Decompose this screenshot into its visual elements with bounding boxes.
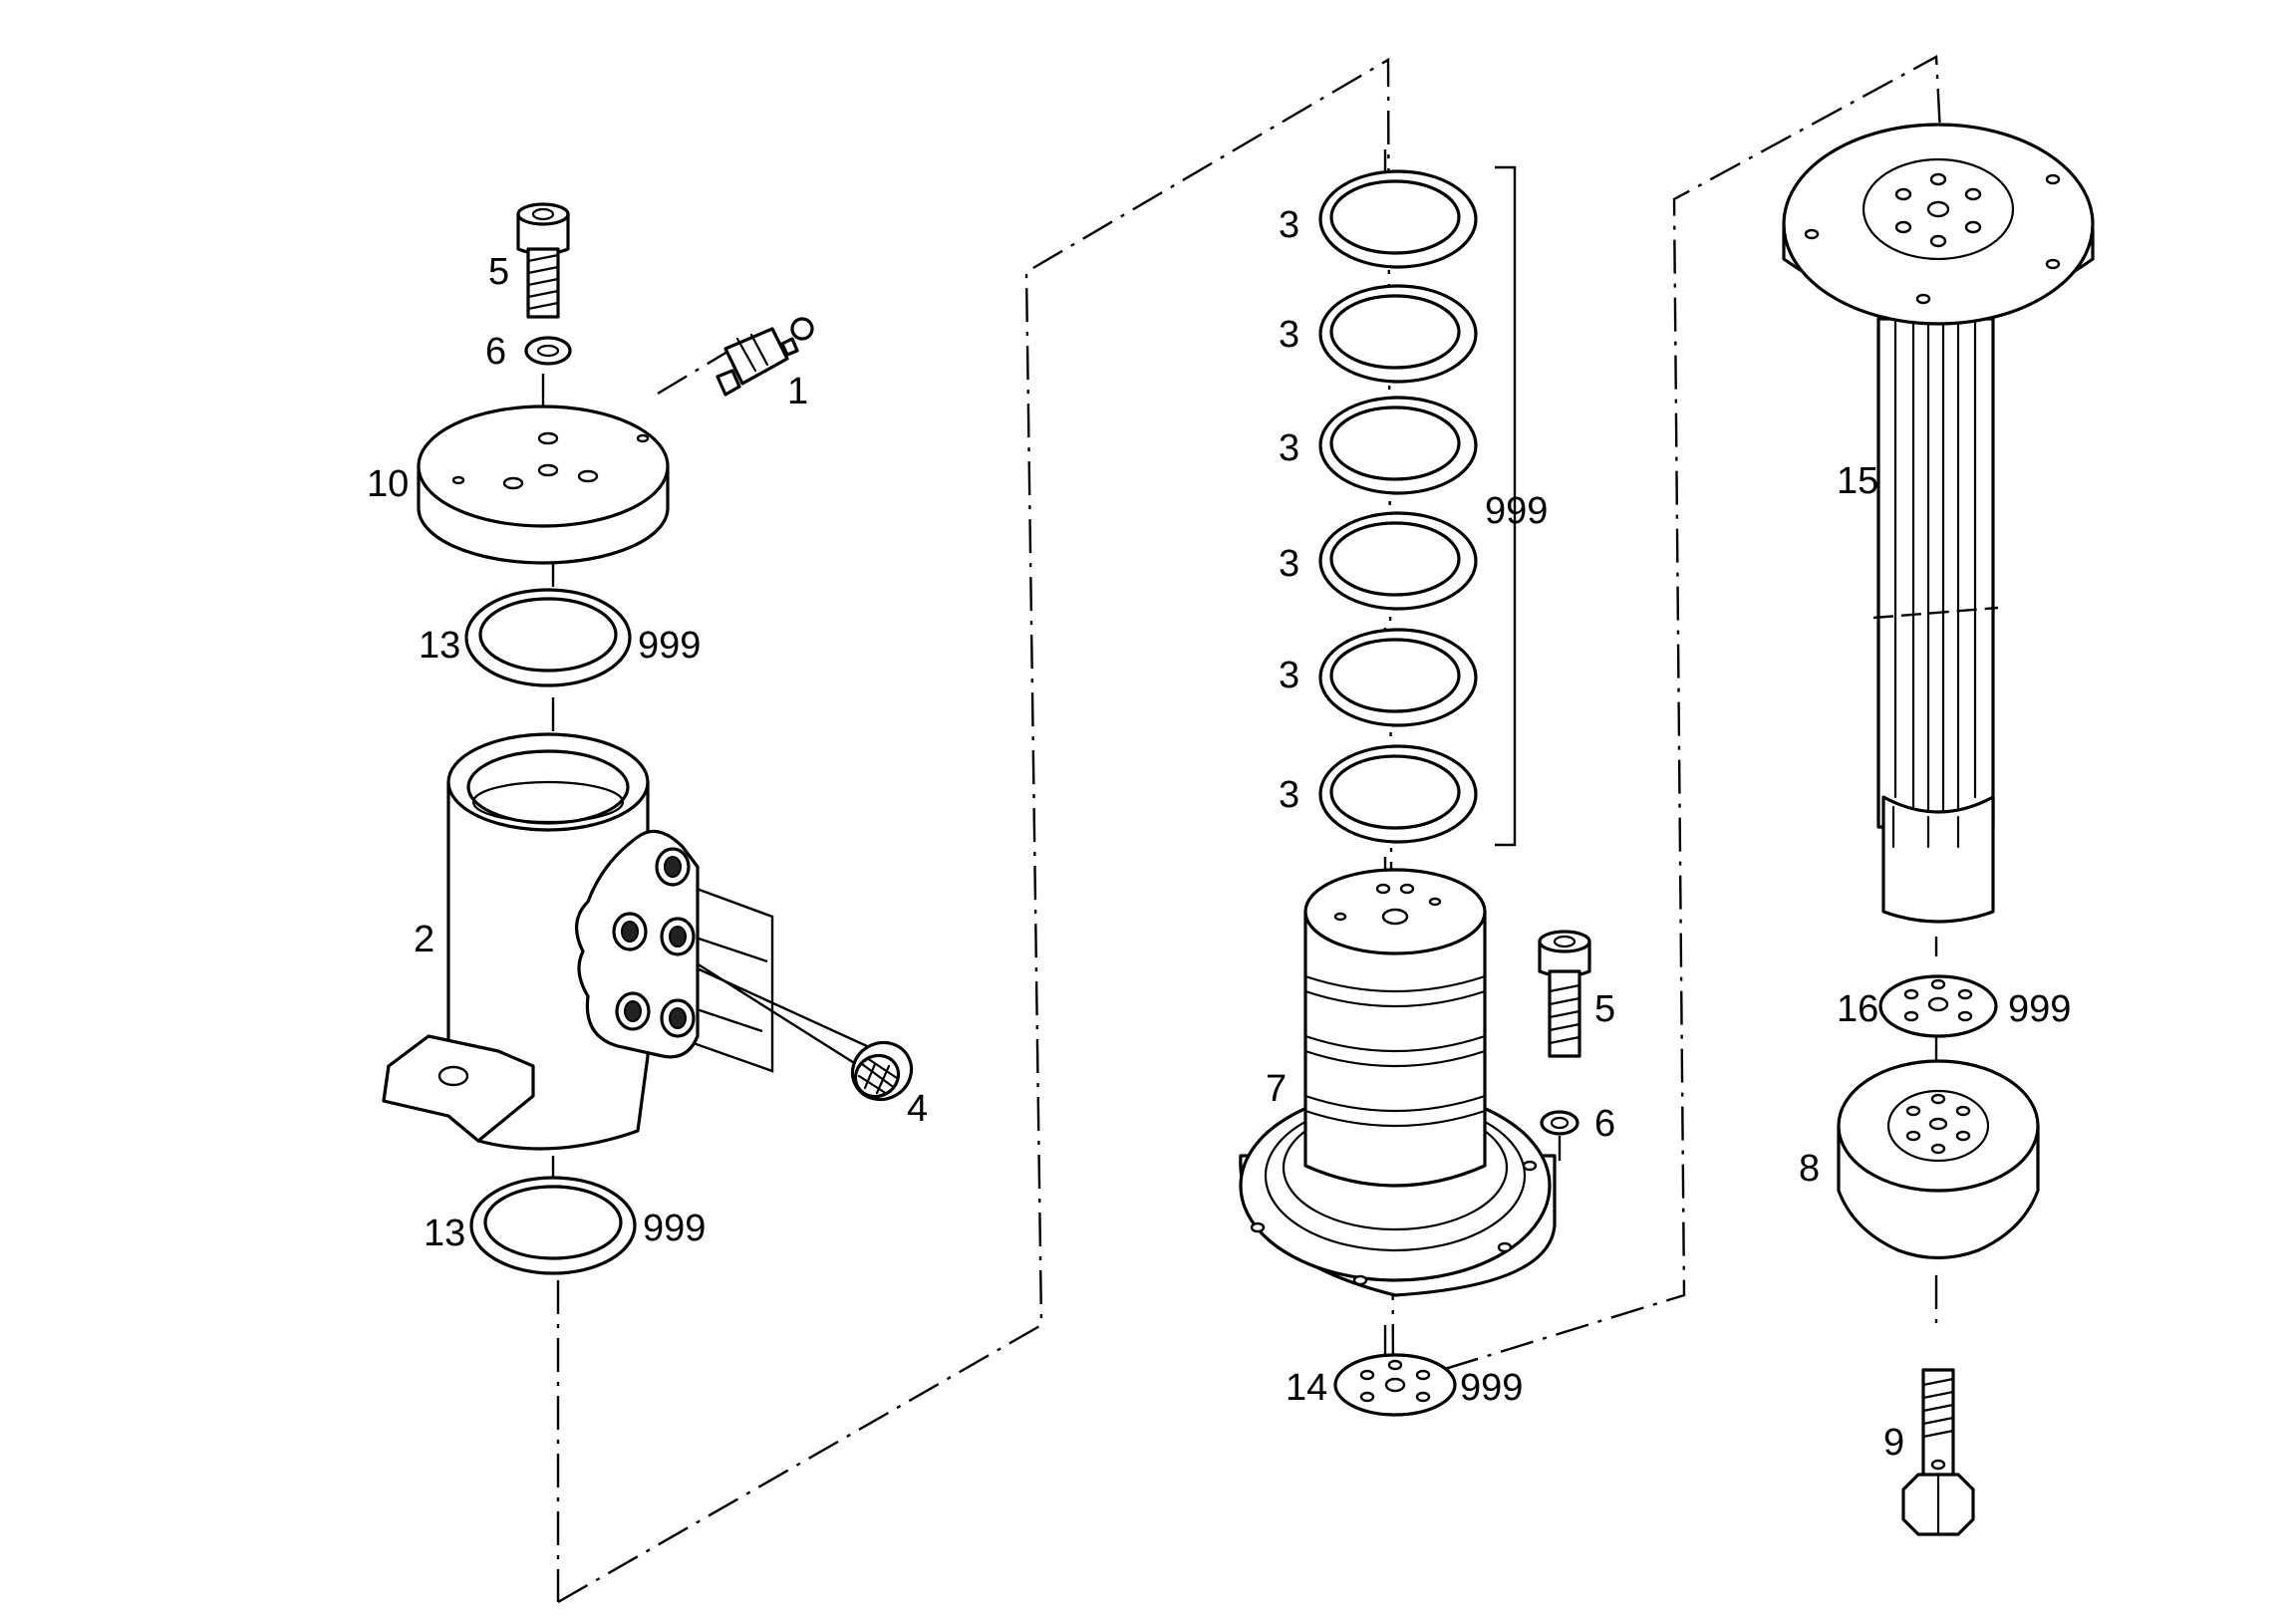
piston-base-7: [1239, 868, 1557, 1297]
callout-3-4: 3: [1279, 543, 1299, 585]
lock-washer-6-right: [1540, 1110, 1579, 1136]
callout-4: 4: [907, 1088, 928, 1130]
callout-6-right: 6: [1594, 1103, 1615, 1145]
callout-14: 14: [1286, 1367, 1327, 1409]
lock-washer-6-left: [524, 336, 572, 366]
valve-housing-2: [382, 732, 700, 1151]
callout-5-right: 5: [1594, 988, 1615, 1030]
callout-10: 10: [367, 463, 409, 505]
seal-ring-3-6: [1318, 744, 1478, 844]
grease-nipple-1: [716, 317, 814, 397]
callout-1: 1: [787, 371, 808, 412]
callout-3-2: 3: [1279, 314, 1299, 356]
callout-3-1: 3: [1279, 204, 1299, 246]
hollow-bolt-9: [1901, 1368, 1975, 1536]
o-ring-13-upper: [464, 588, 632, 687]
end-cap-8: [1837, 1059, 2040, 1260]
seal-ring-3-1: [1318, 169, 1478, 269]
orifice-disc-14: [1333, 1353, 1457, 1417]
seal-ring-3-2: [1318, 284, 1478, 384]
o-ring-13-lower: [469, 1176, 637, 1275]
callout-999-d: 999: [1460, 1367, 1523, 1409]
cover-plate-10: [417, 405, 670, 565]
seal-ring-3-3: [1318, 396, 1478, 495]
callout-999-a: 999: [638, 625, 701, 667]
callout-7: 7: [1266, 1068, 1287, 1110]
guide-lines: [541, 55, 1945, 1604]
callout-9: 9: [1883, 1422, 1904, 1464]
callout-16: 16: [1837, 988, 1878, 1030]
callout-3-6: 3: [1279, 774, 1299, 816]
seal-rings-3: [1318, 169, 1478, 844]
callout-13-upper: 13: [419, 625, 460, 667]
callout-15: 15: [1837, 460, 1878, 502]
callout-3-5: 3: [1279, 655, 1299, 696]
callout-8: 8: [1799, 1148, 1820, 1190]
orifice-disc-16: [1878, 974, 1998, 1038]
callout-6-left: 6: [485, 331, 506, 373]
callout-2: 2: [414, 919, 434, 960]
callout-5-left: 5: [488, 251, 509, 293]
callout-999-e: 999: [2008, 988, 2071, 1030]
callout-3-3: 3: [1279, 427, 1299, 469]
strainer-4: [850, 1040, 914, 1102]
seal-ring-3-5: [1318, 628, 1478, 727]
callout-999-c: 999: [1485, 490, 1548, 532]
callout-labels: 5 6 1 10 13 999 2 4 13 999 3 3 3 3 3 3 9…: [367, 204, 2071, 1464]
rod-assembly-15: [1782, 123, 2095, 924]
callout-13-lower: 13: [424, 1213, 465, 1254]
seal-ring-3-4: [1318, 511, 1478, 611]
callout-999-b: 999: [643, 1208, 706, 1249]
cap-screw-5-left: [516, 202, 570, 319]
cap-screw-5-right: [1538, 930, 1591, 1058]
